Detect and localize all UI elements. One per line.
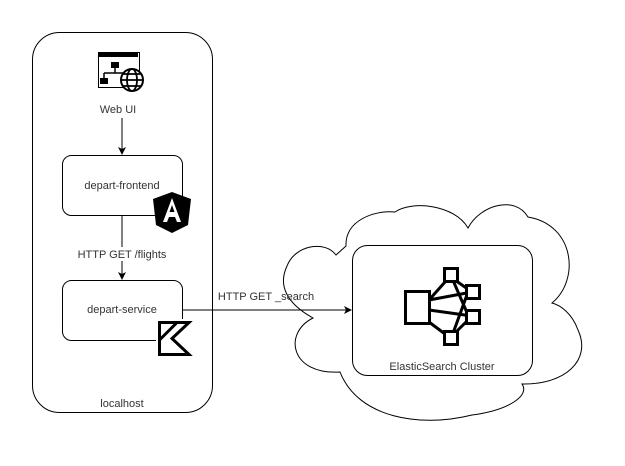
kotlin-logo-icon [156, 319, 193, 356]
cluster-network-icon [404, 267, 481, 346]
localhost-label: localhost [100, 398, 143, 410]
web-ui-node[interactable]: Web UI [98, 52, 144, 116]
edge-label-search: HTTP GET _search [218, 291, 314, 303]
web-ui-sitemap-globe-icon [98, 52, 144, 92]
depart-frontend-node[interactable]: depart-frontend [62, 155, 183, 216]
edge-label-bg [76, 247, 168, 261]
depart-frontend-label: depart-frontend [84, 180, 159, 192]
depart-service-label: depart-service [87, 304, 157, 316]
elasticsearch-cluster-label: ElasticSearch Cluster [389, 361, 494, 373]
web-ui-label: Web UI [100, 104, 136, 116]
edge-label-flights: HTTP GET /flights [78, 249, 167, 261]
angular-logo-icon [153, 192, 191, 233]
depart-service-node[interactable]: depart-service [62, 280, 183, 341]
